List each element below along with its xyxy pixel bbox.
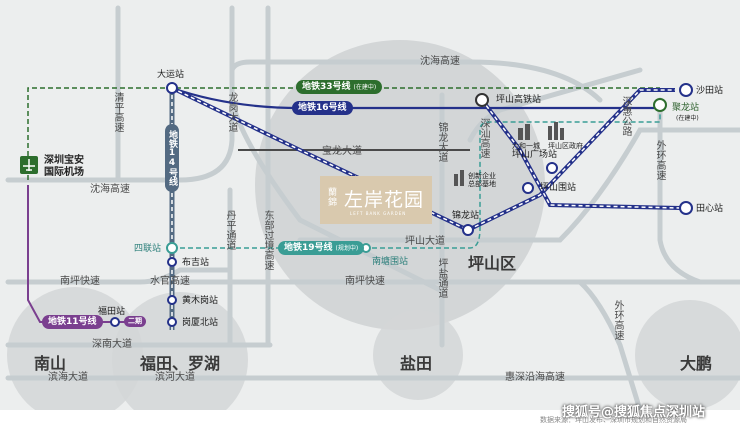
road-label-waihuan-south: 外环高速 — [612, 300, 623, 340]
landmark-chuangxin: 创新企业 总部基地 — [468, 172, 496, 188]
huangmugang-station-marker — [167, 295, 177, 305]
station-pingshanwei: 坪山围站 — [540, 183, 577, 193]
station-julong: 聚龙站 — [672, 103, 700, 113]
road-waihuan-south — [577, 279, 643, 413]
station-gangxiabei: 岗厦北站 — [182, 318, 219, 328]
road-pingshan-dadao — [297, 127, 740, 243]
station-dayun: 大运站 — [157, 70, 185, 80]
road-label-jinlong: 锦龙大道 — [436, 122, 447, 162]
jinlong-station-marker — [462, 224, 474, 236]
district-nanshan: 南山 — [34, 354, 67, 373]
station-tianxin: 田心站 — [696, 204, 724, 214]
badge-line-16: 地铁16号线 — [292, 101, 353, 115]
badge-line-33: 地铁33号线(在建中) — [296, 80, 383, 94]
badge-line-11-ext: 二期 — [124, 316, 146, 327]
station-shatian: 沙田站 — [696, 86, 724, 96]
road-label-danping: 丹平通道 — [224, 210, 235, 250]
road-label-longgang: 龙岗大道 — [226, 92, 237, 132]
gangxiabei-station-marker — [167, 317, 177, 327]
building-icon-hq — [454, 174, 458, 186]
station-jinlong: 锦龙站 — [452, 211, 480, 221]
watermark: 搜狐号@搜狐焦点深圳站 — [562, 405, 706, 420]
project-subtitle: LEFT BANK GARDEN — [350, 211, 407, 216]
road-label-shenhui: 深惠公路 — [620, 96, 631, 136]
pingshanwei-station-marker — [522, 182, 534, 194]
sihe-station-marker — [166, 242, 178, 254]
road-shenshan — [467, 67, 643, 143]
road-label-yanhai-left: 沈海高速 — [90, 184, 130, 195]
road-label-qingping: 清平高速 — [112, 92, 123, 132]
station-gaotie: 坪山高铁站 — [496, 95, 542, 105]
gaotie-station-marker — [475, 93, 489, 107]
futian-station-marker — [110, 317, 120, 327]
badge-line-11: 地铁11号线 — [42, 315, 103, 329]
station-julong-note: (在建中) — [676, 115, 699, 122]
station-buji: 布吉站 — [182, 258, 210, 268]
project-logo: 蘭錦 — [328, 188, 338, 208]
road-label-waihuan: 外环高速 — [654, 140, 665, 180]
badge-line-19: 地铁19号线(规划中) — [278, 241, 365, 255]
guangchang-station-marker — [546, 162, 558, 174]
road-label-yanhai: 沈海高速 — [420, 56, 460, 67]
futian-bubble — [112, 292, 248, 428]
station-futian: 福田站 — [98, 307, 126, 317]
road-label-shenshan: 深汕高速 — [478, 118, 489, 158]
rail-1 — [171, 86, 675, 233]
station-huangmugang: 黄木岗站 — [182, 296, 219, 306]
road-label-binhe: 滨河大道 — [155, 372, 195, 383]
data-source: 数据来源：坪山发布、深圳市规划和自然资源局 — [540, 416, 687, 424]
road-label-huishen: 惠深沿海高速 — [505, 372, 565, 383]
dapeng-bubble — [635, 300, 740, 410]
road-waihuan — [657, 97, 703, 285]
station-guangchang: 坪山广场站 — [512, 150, 558, 160]
road-label-pingshan-dadao: 坪山大道 — [405, 236, 445, 247]
district-yantian: 盐田 — [400, 354, 433, 373]
road-label-dongbu: 东部过境高速 — [262, 210, 273, 270]
road-yanhai — [5, 59, 473, 183]
landmark-gov: 坪山区政府 — [548, 142, 583, 150]
line-19-path — [172, 105, 661, 249]
road-label-pingyan: 坪盐通道 — [436, 258, 447, 298]
district-futian: 福田、罗湖 — [140, 354, 221, 373]
landmark-liuyue: 六和一城 — [512, 142, 540, 150]
dayun-station-marker — [166, 82, 178, 94]
road-nanping — [5, 267, 233, 285]
road-yanhai-east — [467, 59, 603, 103]
badge-line-14: 地铁14号线 — [165, 124, 179, 192]
shatian-station-marker — [679, 83, 693, 97]
road-label-shuiguan: 水官高速 — [150, 276, 190, 287]
building-icon-gov — [548, 126, 552, 140]
project-name: 左岸花园 — [344, 189, 425, 211]
julong-station-marker — [653, 98, 667, 112]
airport-label: 深圳宝安 国际机场 — [44, 155, 84, 178]
road-label-baolong: 宝龙大道 — [322, 146, 362, 157]
road-label-nanping: 南坪快速 — [60, 276, 100, 287]
line-33-path — [27, 87, 660, 180]
project-card: 蘭錦 左岸花园 LEFT BANK GARDEN — [320, 176, 432, 224]
station-nantangwei: 南塘围站 — [372, 257, 409, 267]
district-dapeng: 大鹏 — [680, 354, 713, 373]
road-label-shennan: 深南大道 — [92, 339, 132, 350]
building-icon — [518, 128, 523, 140]
road-label-binhai: 滨海大道 — [48, 372, 88, 383]
buji-station-marker — [167, 257, 177, 267]
tianxin-station-marker — [679, 201, 693, 215]
station-sihe: 四联站 — [134, 244, 162, 254]
district-pingshan: 坪山区 — [468, 254, 517, 273]
road-label-nanping-2: 南坪快速 — [345, 276, 385, 287]
